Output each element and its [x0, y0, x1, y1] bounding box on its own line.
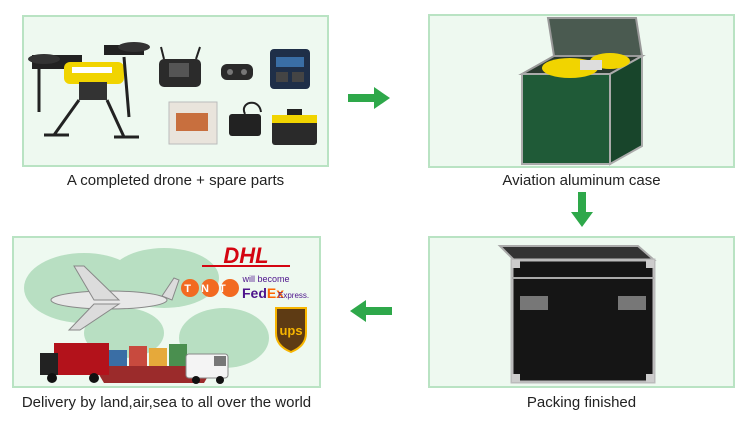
battery-illustration — [168, 101, 218, 145]
fedex-fed-text: Fed — [242, 285, 267, 301]
toolbox-illustration — [272, 109, 317, 145]
van-illustration — [185, 353, 229, 384]
tnt-logo: TNT — [181, 279, 239, 297]
caption-drone-spare-parts: A completed drone + spare parts — [66, 172, 285, 189]
fedex-express-text: Express. — [278, 291, 309, 300]
svg-text:FedEx: FedEx — [242, 285, 284, 301]
panel-delivery: DHL TNT will become FedEx Express. ups — [12, 236, 321, 388]
fedex-logo: FedEx Express. — [242, 285, 309, 301]
remote-controller-illustration — [159, 46, 201, 87]
panel-aluminum-case — [428, 14, 735, 168]
caption-aluminum-case: Aviation aluminum case — [502, 172, 661, 189]
fedex-ex-text: Ex — [267, 285, 284, 301]
ups-logo: ups — [275, 307, 307, 354]
truck-illustration — [40, 343, 109, 383]
arrow-left-icon — [350, 300, 392, 322]
module-illustration — [221, 64, 253, 80]
ups-logo-text: ups — [279, 323, 302, 338]
arrow-right-icon — [348, 87, 390, 109]
delivery-image: DHL TNT will become FedEx Express. ups — [24, 243, 309, 384]
caption-packing-finished: Packing finished — [526, 394, 637, 411]
charger-illustration — [270, 49, 310, 89]
controller-pad-illustration — [229, 101, 262, 136]
will-become-text: will become — [241, 274, 289, 284]
dhl-logo-text: DHL — [223, 243, 268, 268]
aluminum-case-image — [518, 17, 646, 166]
arrow-down-icon — [571, 192, 593, 227]
packed-case-image — [497, 245, 657, 384]
dhl-logo: DHL — [202, 243, 290, 268]
cargo-ship-illustration — [94, 344, 214, 383]
caption-delivery: Delivery by land,air,sea to all over the… — [21, 394, 312, 411]
panel-drone-spare-parts — [22, 15, 329, 167]
airplane-illustration — [50, 265, 180, 331]
tnt-logo-text: TNT — [184, 283, 235, 295]
drone-illustration — [28, 42, 150, 139]
panel-packing-finished — [428, 236, 735, 388]
drone-spare-parts-image — [28, 42, 317, 145]
